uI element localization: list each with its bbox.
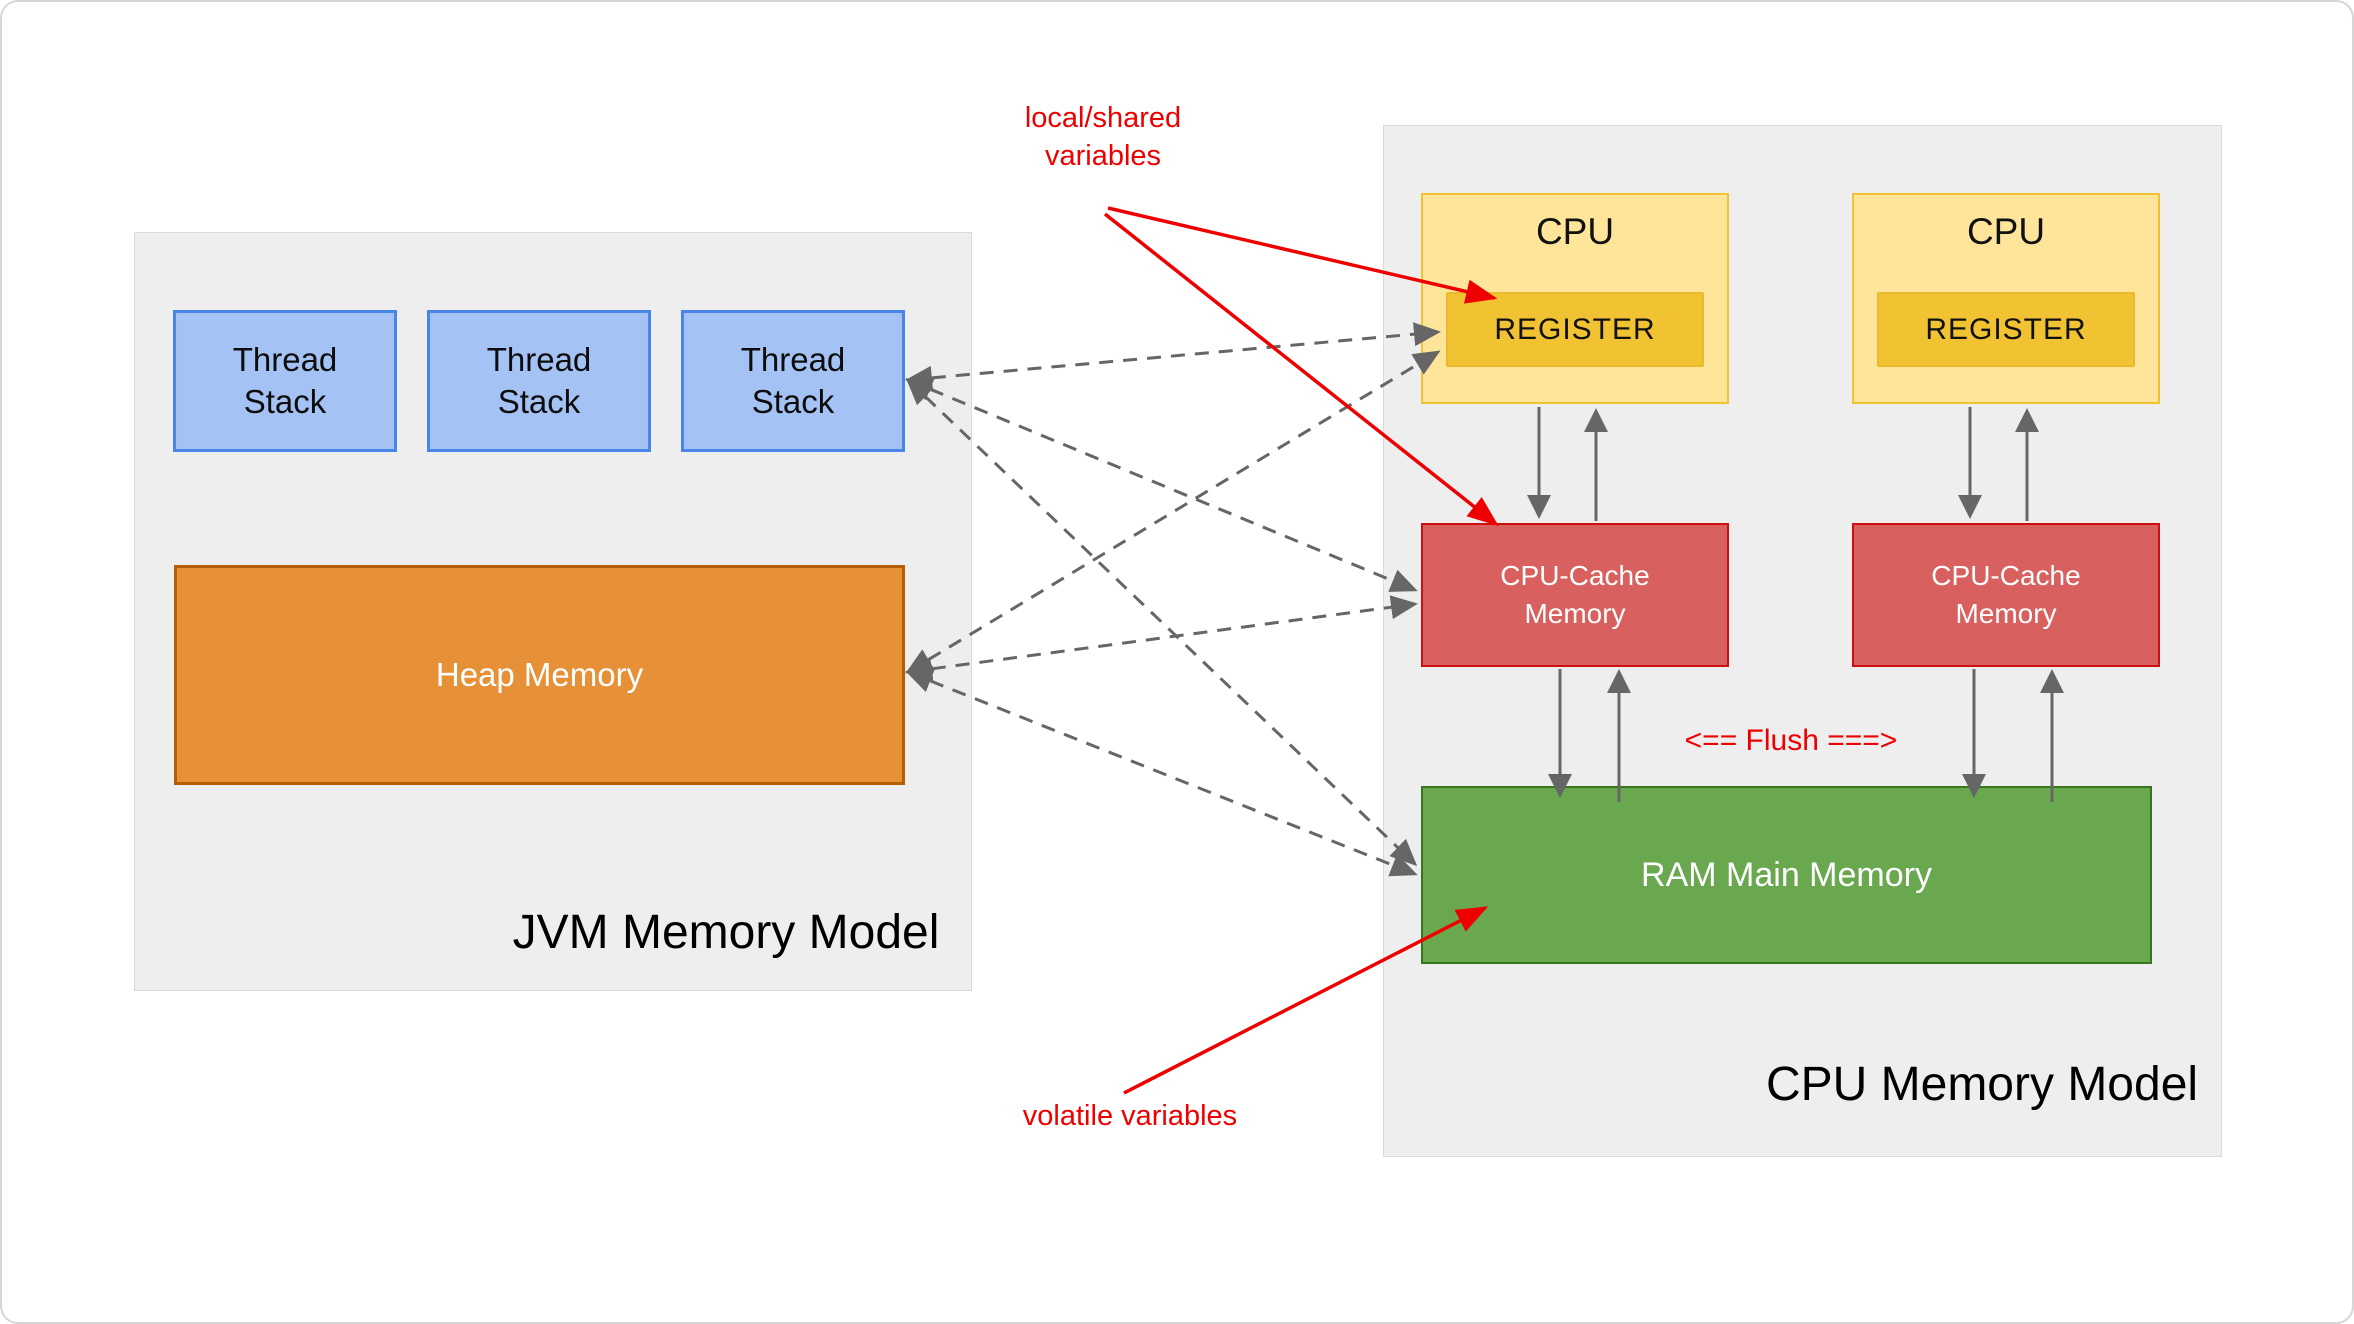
ram-main-memory-box: RAM Main Memory: [1421, 786, 2152, 964]
dashed-connector-heap-ram: [905, 669, 1418, 877]
ram-main-memory-label: RAM Main Memory: [1641, 855, 1932, 894]
dashed-connector-threadstack-cache: [905, 378, 1418, 592]
volatile-variables-annotation: volatile variables: [950, 1098, 1310, 1136]
register-label-2: REGISTER: [1925, 312, 2087, 346]
thread-stack-box-3: Thread Stack: [681, 310, 905, 452]
register-box-2: REGISTER: [1877, 292, 2135, 367]
flush-annotation: <== Flush ===>: [1684, 724, 1898, 757]
cpu-cache-label-2: CPU-Cache Memory: [1931, 560, 2081, 629]
local-shared-variables-text: local/shared variables: [1024, 102, 1182, 172]
dashed-connector-heap-register: [905, 350, 1441, 674]
volatile-variables-text: volatile variables: [1022, 1100, 1238, 1132]
jvm-panel-title: JVM Memory Model: [512, 906, 940, 959]
cpu-label-1: CPU: [1535, 211, 1615, 252]
cpu-panel-title: CPU Memory Model: [1765, 1058, 2199, 1111]
thread-stack-label-1: Thread Stack: [232, 341, 338, 420]
dashed-connectors: [905, 322, 1441, 877]
thread-stack-label-2: Thread Stack: [486, 341, 592, 420]
cpu-cache-box-2: CPU-Cache Memory: [1852, 523, 2160, 667]
dashed-connector-threadstack-ram: [905, 377, 1418, 867]
thread-stack-box-2: Thread Stack: [427, 310, 651, 452]
cpu-label-2: CPU: [1966, 211, 2046, 252]
register-label-1: REGISTER: [1494, 312, 1656, 346]
cpu-cache-label-1: CPU-Cache Memory: [1500, 560, 1650, 629]
register-box-1: REGISTER: [1446, 292, 1704, 367]
dashed-connector-threadstack-register: [905, 322, 1441, 390]
local-shared-variables-annotation: local/shared variables: [953, 100, 1253, 175]
dashed-connector-heap-cache: [905, 595, 1418, 681]
thread-stack-label-3: Thread Stack: [740, 341, 846, 420]
heap-memory-box: Heap Memory: [174, 565, 905, 785]
thread-stack-box-1: Thread Stack: [173, 310, 397, 452]
cpu-cache-box-1: CPU-Cache Memory: [1421, 523, 1729, 667]
heap-memory-label: Heap Memory: [435, 656, 644, 693]
